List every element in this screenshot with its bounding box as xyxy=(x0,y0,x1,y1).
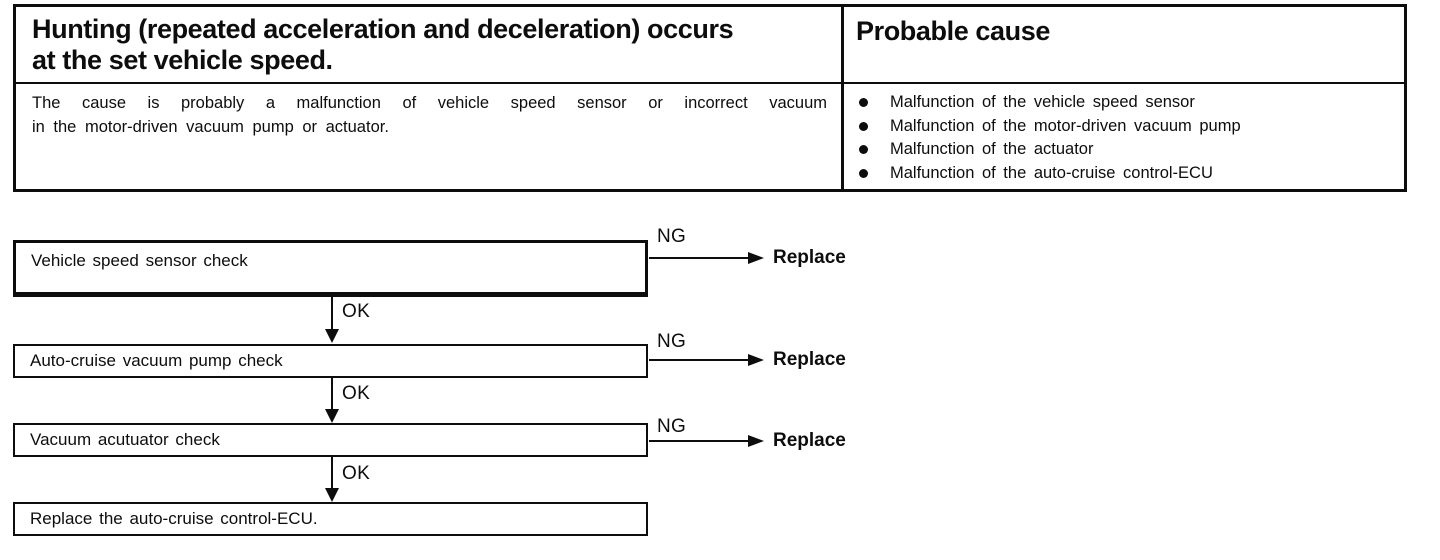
probable-cause-text: Malfunction of the vehicle speed sensor xyxy=(890,93,1195,111)
arrow-right-icon xyxy=(748,354,764,366)
symptom-description-line: The cause is probably a malfunction of v… xyxy=(32,94,827,112)
ok-label: OK xyxy=(342,383,371,404)
probable-cause-item: Malfunction of the auto-cruise control-E… xyxy=(856,162,1394,186)
replace-label: Replace xyxy=(773,430,846,451)
probable-cause-text: Malfunction of the actuator xyxy=(890,140,1094,158)
probable-cause-item: Malfunction of the motor-driven vacuum p… xyxy=(856,115,1394,139)
step-label: Vehicle speed sensor check xyxy=(31,251,248,270)
probable-cause-item: Malfunction of the actuator xyxy=(856,138,1394,162)
probable-cause-text: Malfunction of the motor-driven vacuum p… xyxy=(890,116,1241,135)
step-label: Auto-cruise vacuum pump check xyxy=(30,351,283,370)
probable-cause-heading: Probable cause xyxy=(844,7,1404,82)
step-replace-ecu: Replace the auto-cruise control-ECU. xyxy=(13,502,648,536)
arrow-down-icon xyxy=(325,488,339,502)
replace-label: Replace xyxy=(773,349,846,370)
ok-label: OK xyxy=(342,463,371,484)
ok-connector-line xyxy=(331,457,333,489)
symptom-heading-line: at the set vehicle speed. xyxy=(32,45,333,75)
bullet-icon xyxy=(856,91,890,115)
symptom-table: Hunting (repeated acceleration and decel… xyxy=(13,4,1407,192)
ng-connector-line xyxy=(649,257,750,259)
ng-label: NG xyxy=(657,416,687,437)
symptom-table-header-row: Hunting (repeated acceleration and decel… xyxy=(16,7,1404,84)
ok-connector-line xyxy=(331,297,333,330)
probable-cause-heading-text: Probable cause xyxy=(856,16,1050,46)
bullet-icon xyxy=(856,115,890,139)
replace-label: Replace xyxy=(773,247,846,268)
ng-label: NG xyxy=(657,226,687,247)
arrow-right-icon xyxy=(748,252,764,264)
step-vacuum-pump-check: Auto-cruise vacuum pump check xyxy=(13,344,648,378)
arrow-down-icon xyxy=(325,409,339,423)
probable-cause-item: Malfunction of the vehicle speed sensor xyxy=(856,91,1394,115)
ng-connector-line xyxy=(649,440,750,442)
symptom-heading: Hunting (repeated acceleration and decel… xyxy=(16,7,844,82)
ng-connector-line xyxy=(649,359,750,361)
probable-cause-text: Malfunction of the auto-cruise control-E… xyxy=(890,163,1213,182)
arrow-right-icon xyxy=(748,435,764,447)
symptom-description: The cause is probably a malfunction of v… xyxy=(16,84,844,189)
probable-cause-cell: Malfunction of the vehicle speed sensor … xyxy=(844,84,1404,189)
probable-cause-list: Malfunction of the vehicle speed sensor … xyxy=(856,91,1394,185)
symptom-description-line: in the motor-driven vacuum pump or actua… xyxy=(32,118,389,136)
ng-label: NG xyxy=(657,331,687,352)
step-vacuum-actuator-check: Vacuum acutuator check xyxy=(13,423,648,457)
ok-connector-line xyxy=(331,378,333,410)
ok-label: OK xyxy=(342,301,371,322)
symptom-heading-line: Hunting (repeated acceleration and decel… xyxy=(32,14,734,44)
step-vehicle-speed-sensor-check: Vehicle speed sensor check xyxy=(13,240,648,297)
bullet-icon xyxy=(856,162,890,186)
arrow-down-icon xyxy=(325,329,339,343)
bullet-icon xyxy=(856,138,890,162)
step-label: Vacuum acutuator check xyxy=(30,430,220,449)
symptom-table-body-row: The cause is probably a malfunction of v… xyxy=(16,84,1404,189)
step-label: Replace the auto-cruise control-ECU. xyxy=(30,509,318,528)
